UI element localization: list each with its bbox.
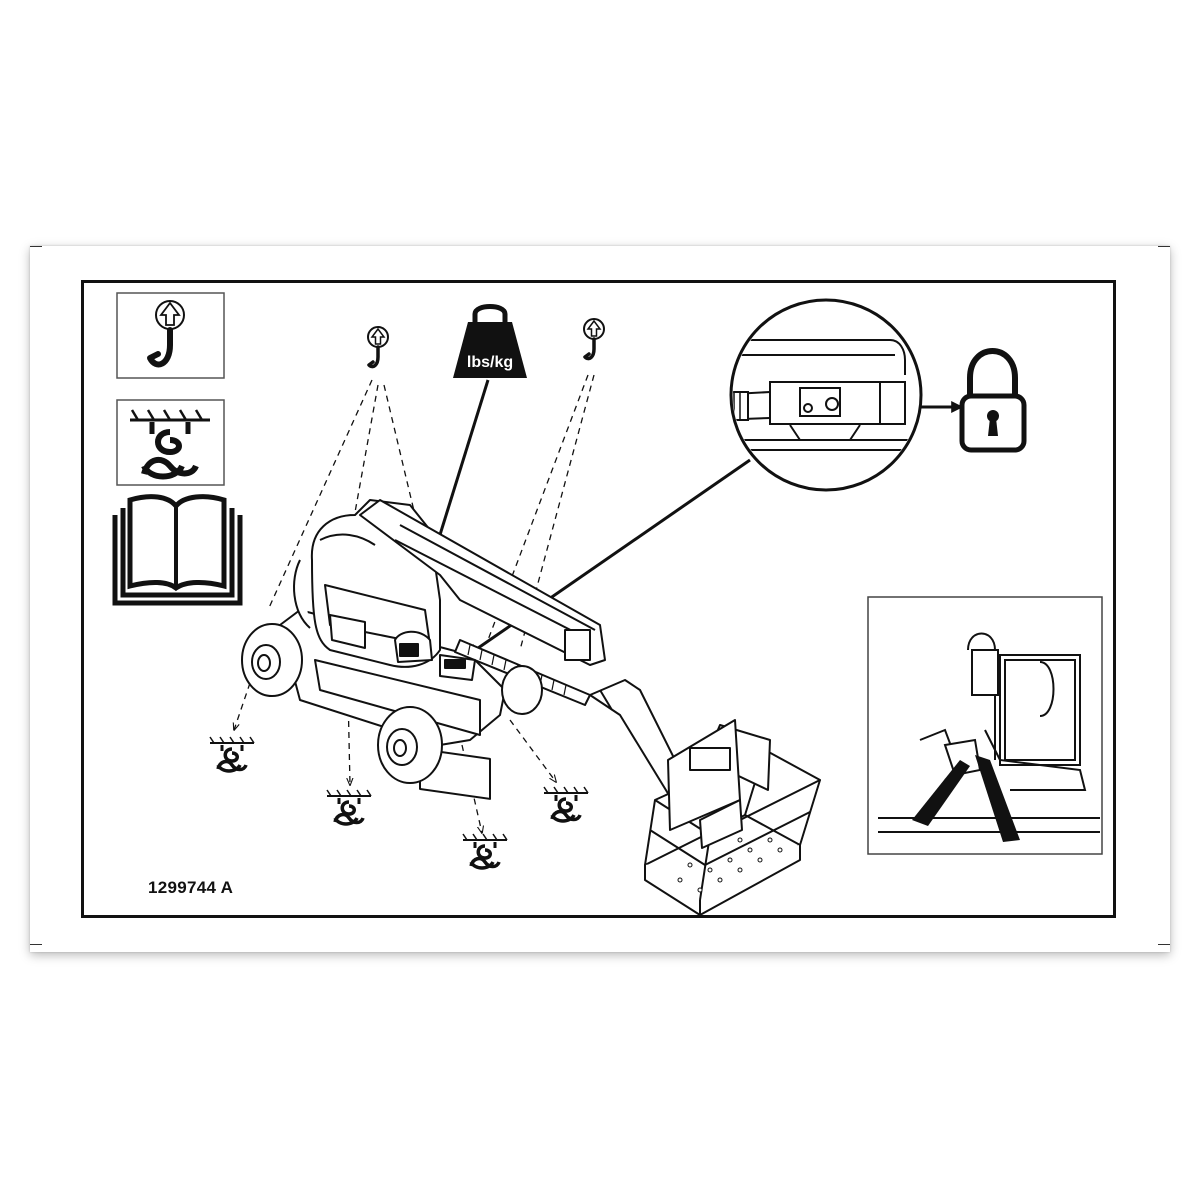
weight-label: lbs/kg [467, 354, 513, 371]
lock-icon [959, 348, 1027, 453]
lift-point-icon-right [582, 317, 606, 361]
tie-down-legend-icon [116, 399, 225, 486]
lift-point-legend-icon [116, 292, 225, 379]
lock-pin-detail-circle [729, 298, 923, 492]
tie-down-icon-1 [208, 735, 256, 773]
trim-mark [1158, 246, 1170, 247]
trim-mark [30, 944, 42, 945]
weight-icon: lbs/kg [453, 304, 527, 378]
part-number: 1299744 A [148, 878, 234, 897]
tie-down-icon-2 [325, 788, 373, 826]
trim-mark [30, 246, 42, 247]
basket-strap-inset [867, 596, 1103, 855]
manual-icon [112, 494, 243, 606]
tie-down-icon-4 [542, 785, 590, 823]
tie-down-icon-3 [461, 832, 509, 870]
boom-lift-illustration [241, 499, 821, 916]
decal-border [81, 280, 1116, 918]
lift-point-icon-left [366, 325, 390, 369]
trim-mark [1158, 944, 1170, 945]
